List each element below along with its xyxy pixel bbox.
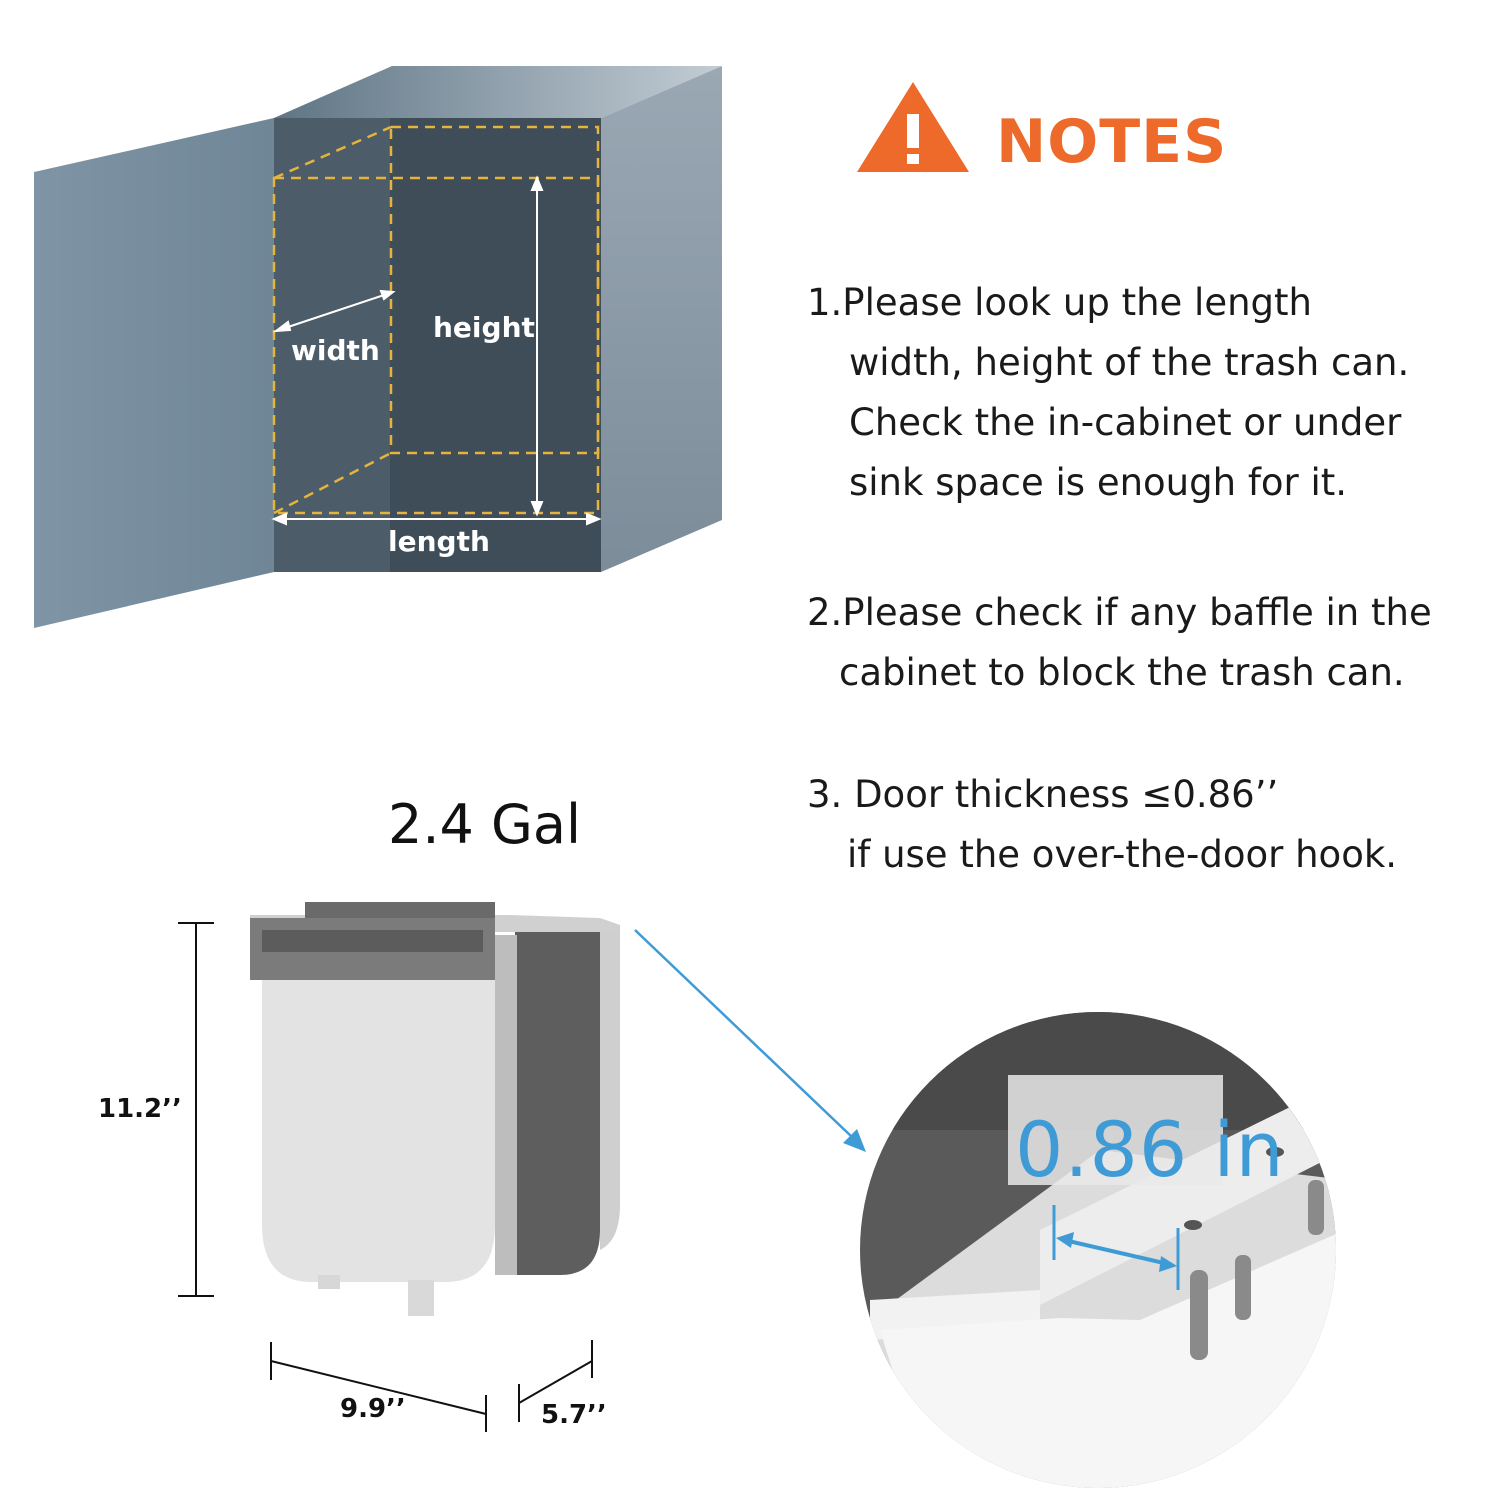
note-3-line-1: 3. Door thickness ≤0.86’’	[807, 773, 1279, 816]
cabinet-right-panel	[601, 66, 722, 572]
note-1-line-3: Check the in-cabinet or under	[849, 401, 1402, 444]
note-2: 2.Please check if any baffle in the cabi…	[807, 583, 1432, 703]
warning-triangle-icon	[857, 82, 969, 172]
cabinet-height-label: height	[433, 311, 535, 344]
note-1: 1.Please look up the length width, heigh…	[807, 273, 1409, 513]
note-1-line-2: width, height of the trash can.	[849, 341, 1410, 384]
cabinet-interior-back	[390, 118, 601, 572]
door-hook-zoom-circle	[860, 1012, 1336, 1488]
note-3: 3. Door thickness ≤0.86’’ if use the ove…	[807, 765, 1397, 885]
notes-title: NOTES	[996, 107, 1228, 177]
trash-can-dimensions	[178, 922, 593, 1432]
width-dimension-label: 5.7’’	[541, 1400, 607, 1430]
cabinet-left-panel	[34, 118, 274, 628]
cabinet-length-label: length	[388, 525, 490, 558]
capacity-label: 2.4 Gal	[388, 793, 581, 856]
dimension-arrows	[271, 175, 602, 526]
note-2-line-2: cabinet to block the trash can.	[839, 651, 1405, 694]
note-3-line-2: if use the over-the-door hook.	[847, 833, 1398, 876]
height-dimension-label: 11.2’’	[98, 1094, 182, 1124]
callout-arrow	[634, 929, 866, 1152]
trash-can-image	[250, 902, 620, 1316]
cabinet-top-panel	[274, 66, 722, 118]
door-thickness-callout: 0.86 in	[1015, 1105, 1285, 1194]
note-2-line-1: 2.Please check if any baffle in the	[807, 591, 1432, 634]
cabinet-width-label: width	[291, 334, 380, 367]
length-dimension-label: 9.9’’	[340, 1394, 406, 1424]
trash-can-outline	[272, 125, 600, 515]
note-1-line-4: sink space is enough for it.	[849, 461, 1348, 504]
note-1-line-1: 1.Please look up the length	[807, 281, 1312, 324]
